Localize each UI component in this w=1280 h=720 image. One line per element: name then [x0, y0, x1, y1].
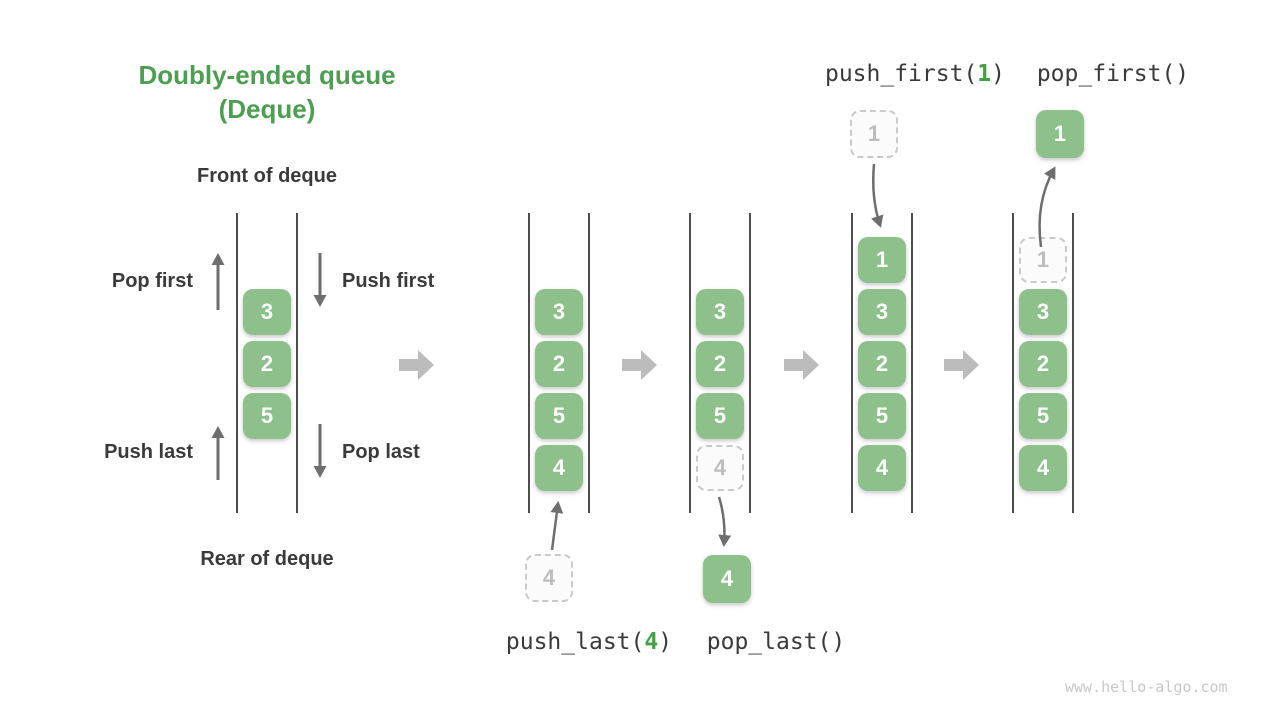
queue-cell: 4: [1019, 445, 1067, 491]
arrow-right-icon: [944, 350, 979, 380]
queue-cell: 2: [858, 341, 906, 387]
queue-cell: 4: [535, 445, 583, 491]
queue-demo: 3 2 5: [236, 213, 298, 513]
queue-cell: 2: [535, 341, 583, 387]
pop-last-call-label: pop_last(): [706, 629, 846, 655]
queue-state-3: 1 3 2 5 4: [851, 213, 913, 513]
watermark: www.hello-algo.com: [1065, 678, 1228, 696]
arrow-right-icon: [622, 350, 657, 380]
queue-cell: 2: [243, 341, 291, 387]
title-line2: (Deque): [218, 94, 316, 124]
push-first-call-label: push_first(1): [824, 61, 1006, 87]
pop-first-label: Pop first: [111, 270, 193, 292]
incoming-value-box: 1: [850, 110, 898, 158]
popped-value-box: 1: [1036, 110, 1084, 158]
pop-last-label: Pop last: [342, 441, 420, 463]
rear-of-deque-label: Rear of deque: [200, 548, 334, 570]
queue-cell: 3: [1019, 289, 1067, 335]
arrow-right-icon: [784, 350, 819, 380]
queue-cell: 5: [858, 393, 906, 439]
front-of-deque-label: Front of deque: [197, 165, 337, 187]
popped-value-box: 4: [703, 555, 751, 603]
queue-cell: 3: [535, 289, 583, 335]
arrow-right-icon: [399, 350, 434, 380]
queue-cell: 1: [858, 237, 906, 283]
queue-cell: 5: [1019, 393, 1067, 439]
push-first-label: Push first: [342, 270, 435, 292]
pop-first-call-label: pop_first(): [1036, 61, 1190, 87]
queue-cell: 2: [1019, 341, 1067, 387]
queue-state-4: 1 3 2 5 4: [1012, 213, 1074, 513]
page-title: Doubly-ended queue (Deque): [100, 58, 434, 126]
queue-cell-removed: 1: [1019, 237, 1067, 283]
queue-cell: 3: [243, 289, 291, 335]
queue-cell: 5: [243, 393, 291, 439]
title-line1: Doubly-ended queue: [138, 60, 396, 90]
queue-cell: 5: [535, 393, 583, 439]
push-last-label: Push last: [104, 441, 193, 463]
queue-cell-removed: 4: [696, 445, 744, 491]
queue-state-2: 3 2 5 4: [689, 213, 751, 513]
push-last-call-label: push_last(4): [505, 629, 673, 655]
queue-cell: 3: [696, 289, 744, 335]
incoming-value-box: 4: [525, 554, 573, 602]
queue-cell: 4: [858, 445, 906, 491]
queue-cell: 2: [696, 341, 744, 387]
queue-cell: 5: [696, 393, 744, 439]
queue-state-1: 3 2 5 4: [528, 213, 590, 513]
queue-cell: 3: [858, 289, 906, 335]
